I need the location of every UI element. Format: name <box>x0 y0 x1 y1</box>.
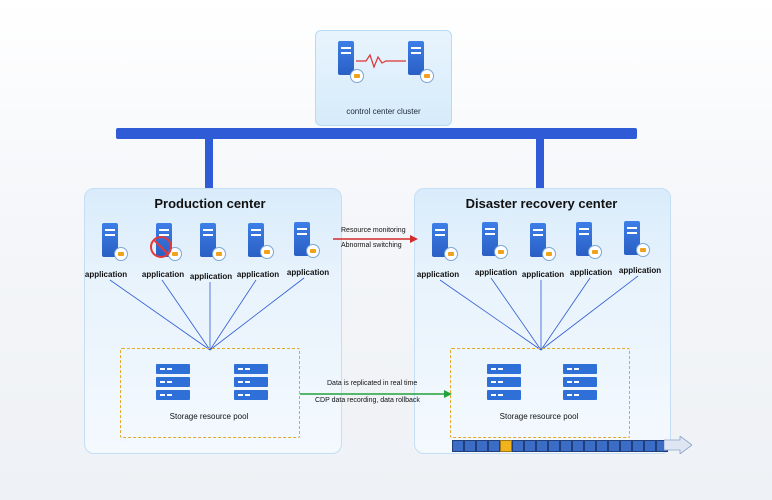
timeline-arrow-icon <box>664 436 692 454</box>
cdp-label: CDP data recording, data rollback <box>315 397 420 404</box>
bus-link-recovery <box>536 139 544 189</box>
server-icon <box>156 223 172 257</box>
storage-icon <box>156 364 190 402</box>
badge-icon <box>588 245 602 259</box>
server-icon <box>432 223 448 257</box>
app-label: application <box>521 270 565 279</box>
production-pool-label: Storage resource pool <box>169 412 249 421</box>
badge-icon <box>444 247 458 261</box>
production-center-title: Production center <box>154 196 266 211</box>
heartbeat-icon <box>356 53 406 69</box>
monitoring-label: Resource monitoring <box>341 227 406 234</box>
badge-icon <box>212 247 226 261</box>
badge-icon <box>350 69 364 83</box>
badge-icon <box>306 244 320 258</box>
replication-label: Data is replicated in real time <box>327 380 418 387</box>
switching-label: Abnormal switching <box>341 242 402 249</box>
bus-link-production <box>205 139 213 189</box>
server-icon <box>530 223 546 257</box>
app-label: application <box>416 270 460 279</box>
network-bus <box>116 128 637 139</box>
recovery-center-title: Disaster recovery center <box>465 196 618 211</box>
app-label: application <box>236 270 280 279</box>
failure-icon <box>150 236 172 258</box>
badge-icon <box>494 245 508 259</box>
cdp-timeline <box>452 438 678 452</box>
recovery-storage-pool <box>450 348 630 438</box>
storage-icon <box>234 364 268 402</box>
storage-icon <box>563 364 597 402</box>
badge-icon <box>420 69 434 83</box>
badge-icon <box>542 247 556 261</box>
badge-icon <box>168 247 182 261</box>
control-center-cluster: control center cluster <box>315 30 452 126</box>
storage-icon <box>487 364 521 402</box>
app-label: application <box>286 268 330 277</box>
server-icon <box>102 223 118 257</box>
app-label: application <box>618 266 662 275</box>
badge-icon <box>114 247 128 261</box>
badge-icon <box>260 245 274 259</box>
app-label: application <box>474 268 518 277</box>
server-icon <box>338 41 354 75</box>
badge-icon <box>636 243 650 257</box>
production-storage-pool <box>120 348 300 438</box>
app-label: application <box>569 268 613 277</box>
app-label: application <box>189 272 233 281</box>
app-label: application <box>84 270 128 279</box>
app-label: application <box>141 270 185 279</box>
server-icon <box>408 41 424 75</box>
server-icon <box>200 223 216 257</box>
recovery-pool-label: Storage resource pool <box>499 412 579 421</box>
cluster-label: control center cluster <box>346 107 421 116</box>
